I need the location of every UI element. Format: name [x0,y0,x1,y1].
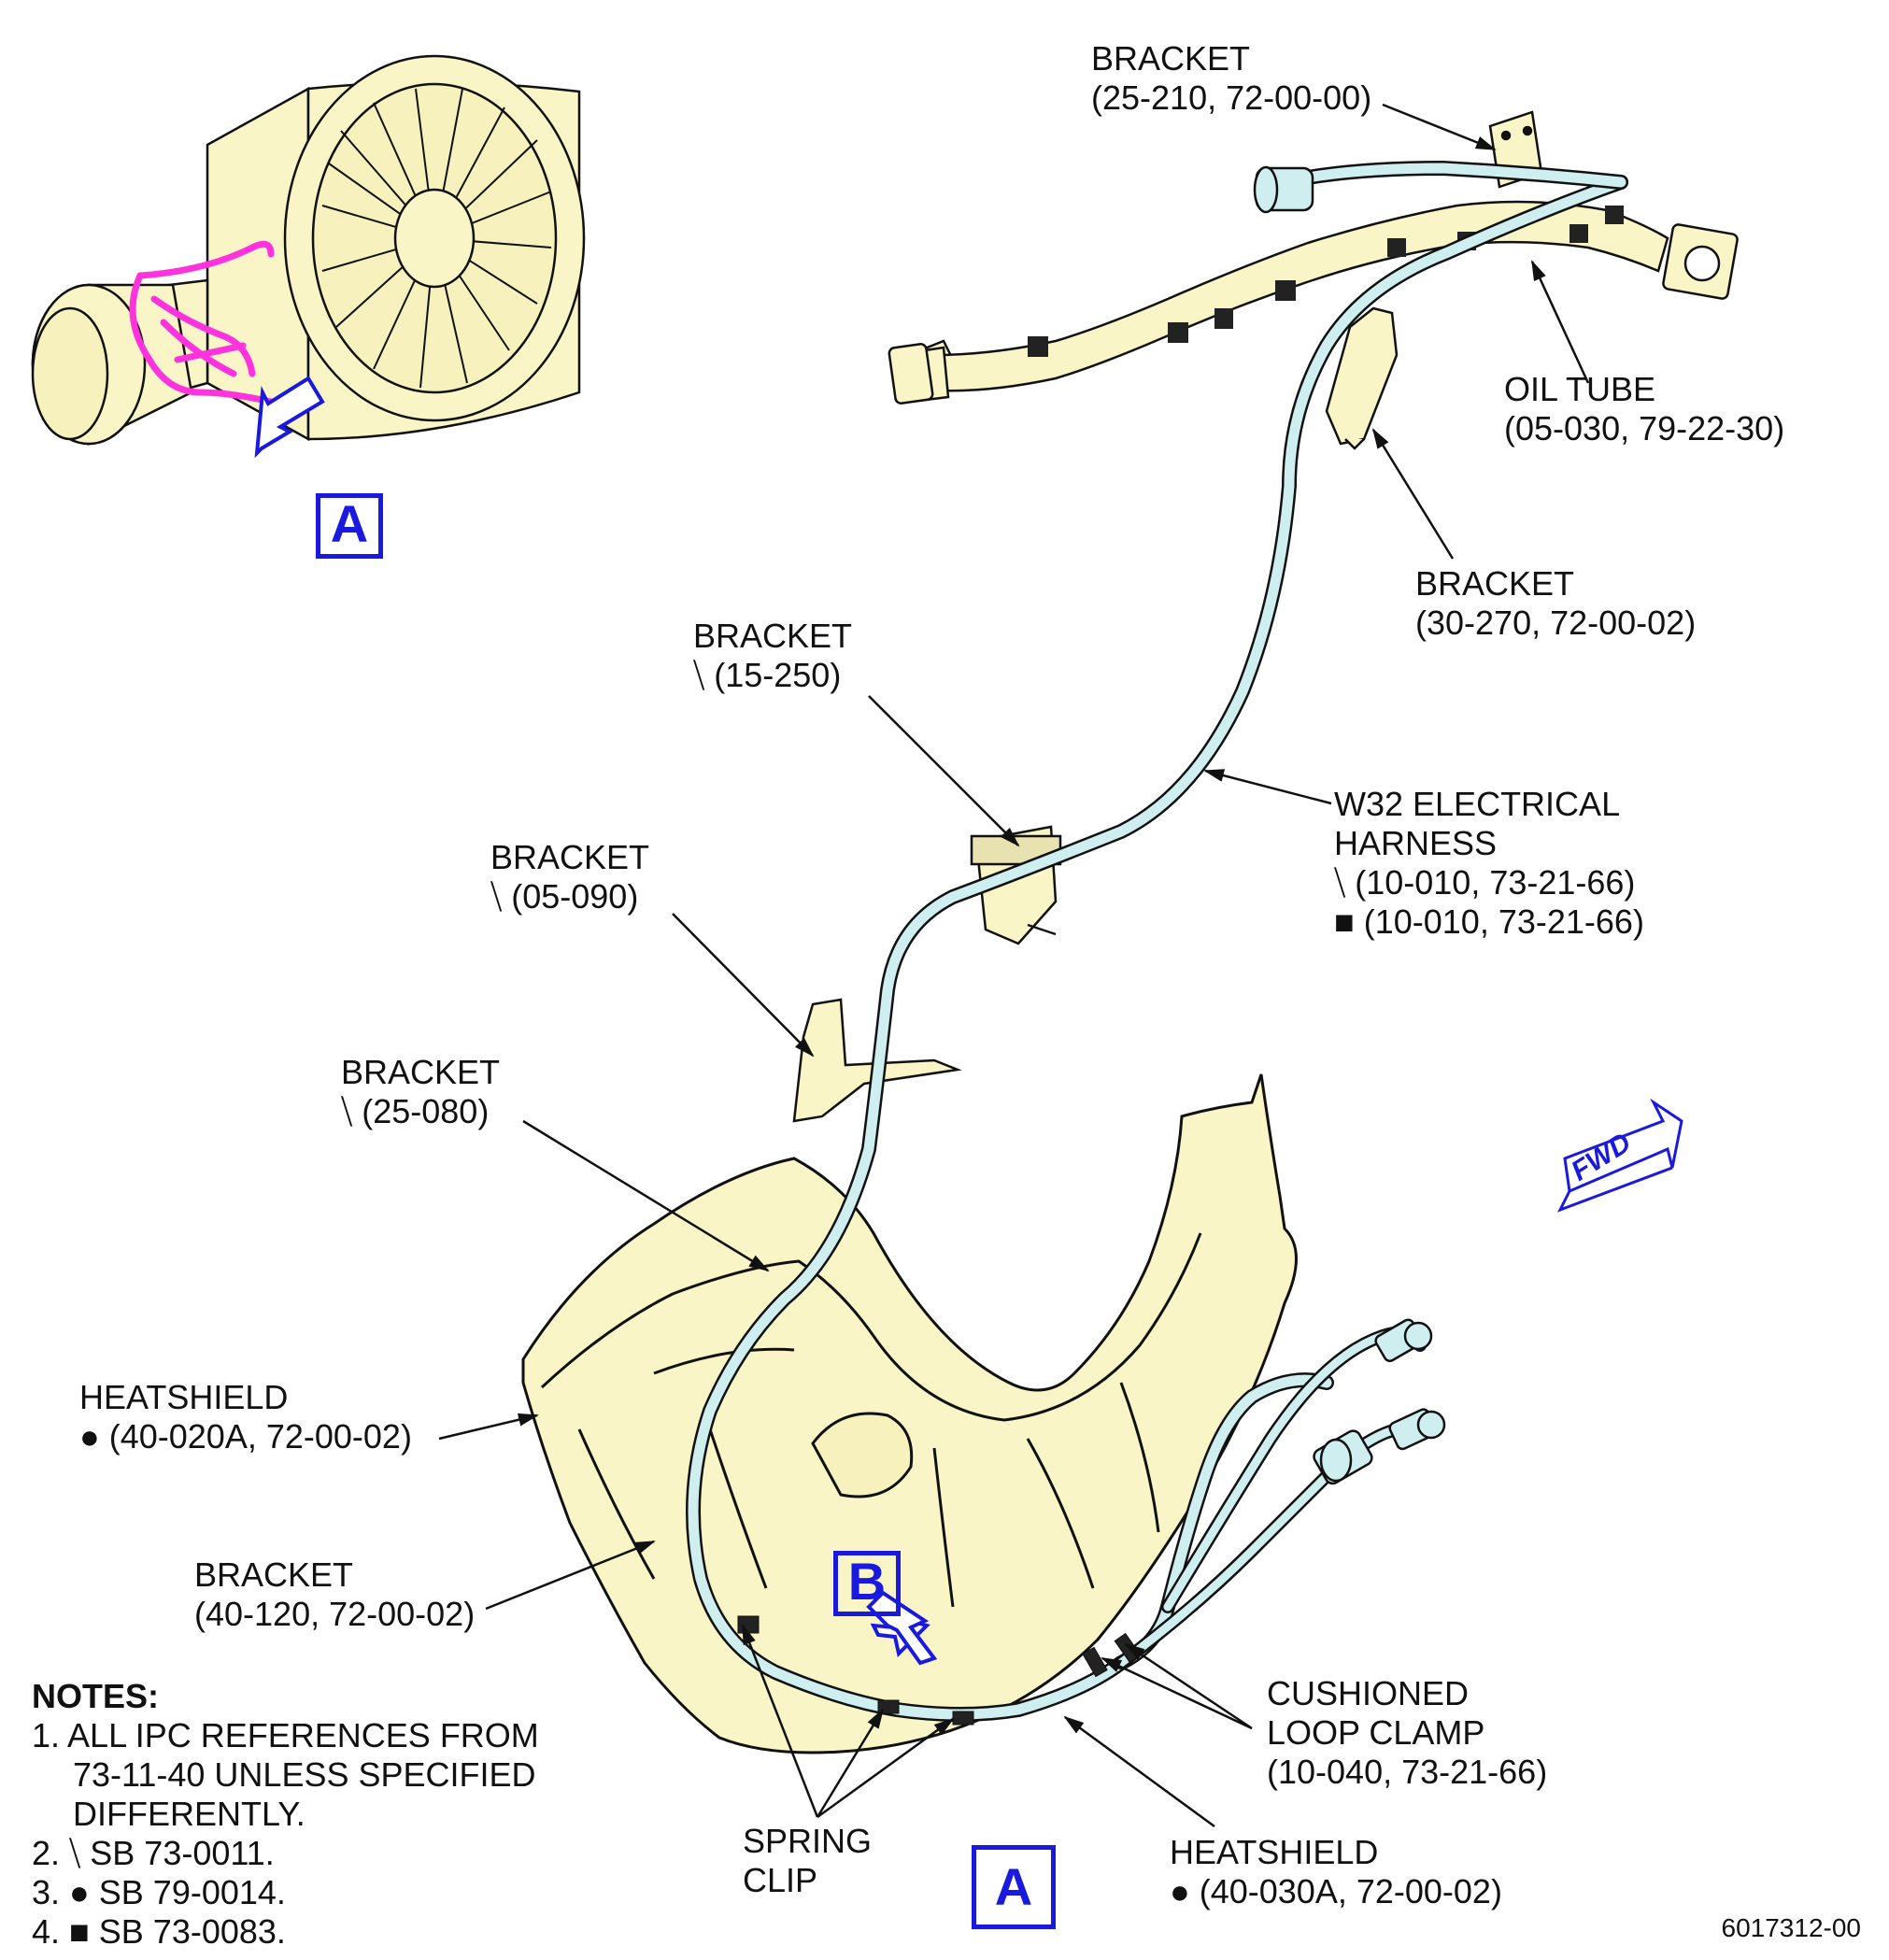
view-marker-b: B [833,1551,901,1616]
leader-lines [438,103,1590,1828]
harness-connectors [1253,165,1446,1485]
bracket-05-090 [792,998,962,1123]
label-bracket-30-270: BRACKET (30-270, 72-00-02) [1415,564,1696,643]
label-line: HEATSHIELD [1170,1833,1379,1871]
harness-highlight-icon [129,240,275,405]
bracket-30-270 [1325,306,1399,450]
note-line: 73-11-40 UNLESS SPECIFIED [73,1755,536,1794]
label-line: ⧹ (05-090) [490,877,639,916]
label-line: BRACKET [1415,564,1575,603]
label-line: CLIP [743,1861,818,1899]
note-line: 4. ■ SB 73-0083. [32,1912,286,1951]
label-line: BRACKET [1091,39,1251,78]
label-line: BRACKET [194,1555,354,1594]
view-b-arrow-icon [866,1590,938,1666]
heatshield [521,1073,1298,1754]
label-bracket-25-210: BRACKET (25-210, 72-00-00) [1091,39,1371,118]
label-line: ■ (10-010, 73-21-66) [1334,902,1644,941]
note-line: 3. ● SB 79-0014. [32,1873,286,1911]
label-line: ⧹ (10-010, 73-21-66) [1334,863,1636,902]
label-w32-harness: W32 ELECTRICAL HARNESS ⧹ (10-010, 73-21-… [1334,785,1644,942]
label-oil-tube: OIL TUBE (05-030, 79-22-30) [1504,370,1784,448]
label-line: BRACKET [490,838,650,876]
label-line: (05-030, 79-22-30) [1504,409,1785,447]
view-marker-a-bottom: A [972,1845,1056,1929]
label-spring-clip: SPRING CLIP [743,1822,872,1900]
label-heatshield-40-030a: HEATSHIELD ● (40-030A, 72-00-02) [1170,1833,1502,1911]
label-heatshield-40-020a: HEATSHIELD ● (40-020A, 72-00-02) [79,1378,412,1456]
label-line: (25-210, 72-00-00) [1091,78,1372,117]
label-line: HARNESS [1334,824,1498,862]
fwd-arrow-icon [1556,1098,1683,1213]
label-bracket-05-090: BRACKET ⧹ (05-090) [490,838,649,916]
label-line: BRACKET [693,617,853,655]
notes-block: NOTES: 1. ALL IPC REFERENCES FROM 73-11-… [32,1677,539,1952]
document-number: 6017312-00 [1721,1913,1861,1942]
label-line: BRACKET [341,1053,501,1091]
label-line: W32 ELECTRICAL [1334,785,1621,823]
note-line: DIFFERENTLY. [73,1795,305,1833]
label-line: HEATSHIELD [79,1378,289,1416]
label-bracket-25-080: BRACKET ⧹ (25-080) [341,1053,500,1131]
label-line: LOOP CLAMP [1267,1713,1485,1752]
label-line: ● (40-030A, 72-00-02) [1170,1872,1502,1910]
label-bracket-40-120: BRACKET (40-120, 72-00-02) [194,1555,475,1634]
label-line: OIL TUBE [1504,370,1656,408]
view-a-arrow-icon [254,376,325,459]
label-line: SPRING [743,1822,873,1860]
label-line: (10-040, 73-21-66) [1267,1753,1548,1791]
label-line: CUSHIONED [1267,1674,1470,1712]
label-line: ⧹ (25-080) [341,1092,490,1130]
note-line: 1. ALL IPC REFERENCES FROM [32,1716,539,1754]
notes-title: NOTES: [32,1677,160,1715]
view-marker-a-top: A [316,493,383,559]
label-bracket-15-250: BRACKET ⧹ (15-250) [693,617,852,695]
label-line: (30-270, 72-00-02) [1415,604,1697,642]
label-cushioned-loop-clamp: CUSHIONED LOOP CLAMP (10-040, 73-21-66) [1267,1674,1547,1792]
label-line: ● (40-020A, 72-00-02) [79,1417,412,1456]
note-line: 2. ⧹ SB 73-0011. [32,1834,275,1872]
label-line: ⧹ (15-250) [693,656,842,694]
label-line: (40-120, 72-00-02) [194,1595,476,1633]
